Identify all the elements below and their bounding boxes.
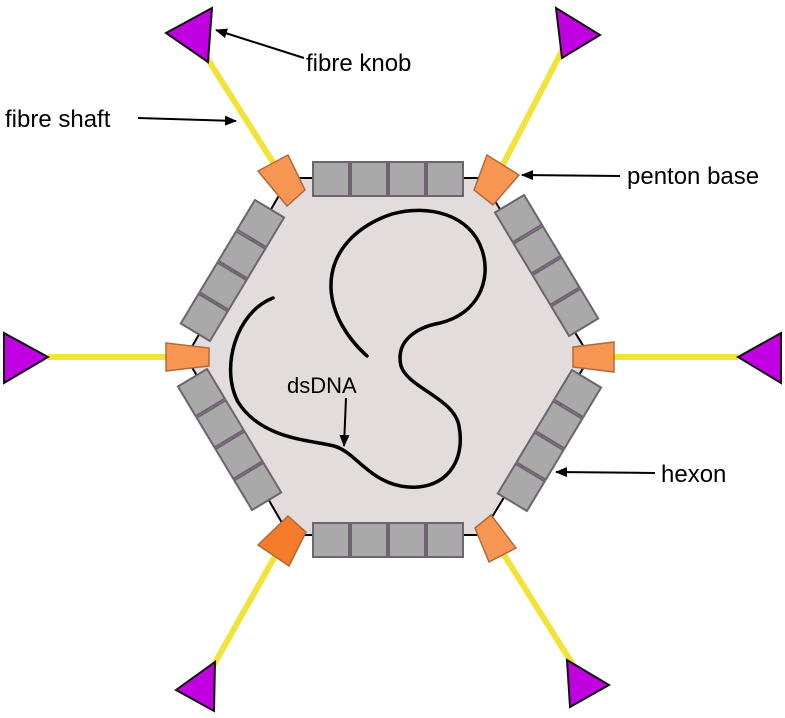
label-fibre-shaft: fibre shaft [5, 106, 111, 133]
label-fibre-knob: fibre knob [306, 50, 411, 77]
fibre-shaft-bottom-left [209, 540, 286, 670]
hexon-lower-right-1 [552, 368, 603, 419]
arrow-dsdna [339, 397, 350, 447]
hexon-upper-right-1 [493, 193, 544, 244]
hexon-top-4 [426, 161, 464, 197]
hexon-top-2 [350, 161, 388, 197]
hexon-upper-left-3 [198, 261, 248, 312]
fibre-knob-right [736, 331, 782, 385]
fibre-shafts [48, 43, 738, 670]
hexon-lower-left-3 [214, 430, 264, 481]
hexon-upper-left-1 [235, 198, 286, 249]
hexon-bottom-2 [350, 522, 388, 558]
fibre-knob-bottom-left [174, 660, 217, 713]
hexon-top-3 [388, 161, 426, 197]
hexon-lower-right-3 [515, 431, 565, 482]
hexon-lower-left-2 [195, 398, 246, 449]
hexon-top-1 [312, 161, 350, 197]
label-penton-base: penton base [627, 163, 759, 190]
hexon-upper-left-4 [179, 292, 230, 343]
penton-base-bottom-right [474, 513, 518, 564]
penton-base-left [165, 342, 210, 372]
fibre-shaft-top-left [202, 53, 286, 180]
arrow-fibre-shaft [137, 115, 237, 126]
dsdna-strand [228, 208, 487, 489]
penton-base-top-left [256, 153, 306, 208]
fibre-knob-top-left [164, 6, 214, 64]
hexon-lower-right-2 [533, 399, 584, 450]
hexon-bottom-3 [388, 522, 426, 558]
hexon-upper-left-2 [216, 229, 267, 280]
fibre-knobs [3, 6, 782, 713]
label-dsdna: dsDNA [287, 373, 357, 398]
hexon-lower-right-4 [496, 462, 547, 513]
hexon-proteins [176, 161, 603, 558]
arrow-fibre-knob [215, 28, 305, 59]
fibre-shaft-top-right [493, 43, 568, 180]
fibre-shaft-bottom-right [493, 540, 578, 670]
label-arrows [137, 28, 656, 478]
penton-bases [165, 153, 615, 568]
hexon-bottom-4 [426, 522, 464, 558]
arrow-hexon [555, 467, 656, 478]
hexon-upper-right-2 [512, 224, 563, 275]
arrow-penton-base [521, 170, 621, 181]
hexon-lower-left-4 [232, 461, 283, 512]
hexon-bottom-1 [312, 522, 350, 558]
penton-base-right [572, 341, 615, 373]
fibre-knob-bottom-right [565, 658, 611, 709]
hexon-lower-left-1 [176, 367, 227, 418]
penton-base-bottom-left [256, 514, 307, 568]
fibre-knob-top-right [554, 6, 602, 60]
hexon-upper-right-4 [549, 287, 600, 338]
hexon-upper-right-3 [531, 256, 581, 307]
fibre-knob-left [3, 331, 51, 385]
penton-base-top-right [473, 153, 521, 207]
label-hexon: hexon [661, 461, 726, 488]
